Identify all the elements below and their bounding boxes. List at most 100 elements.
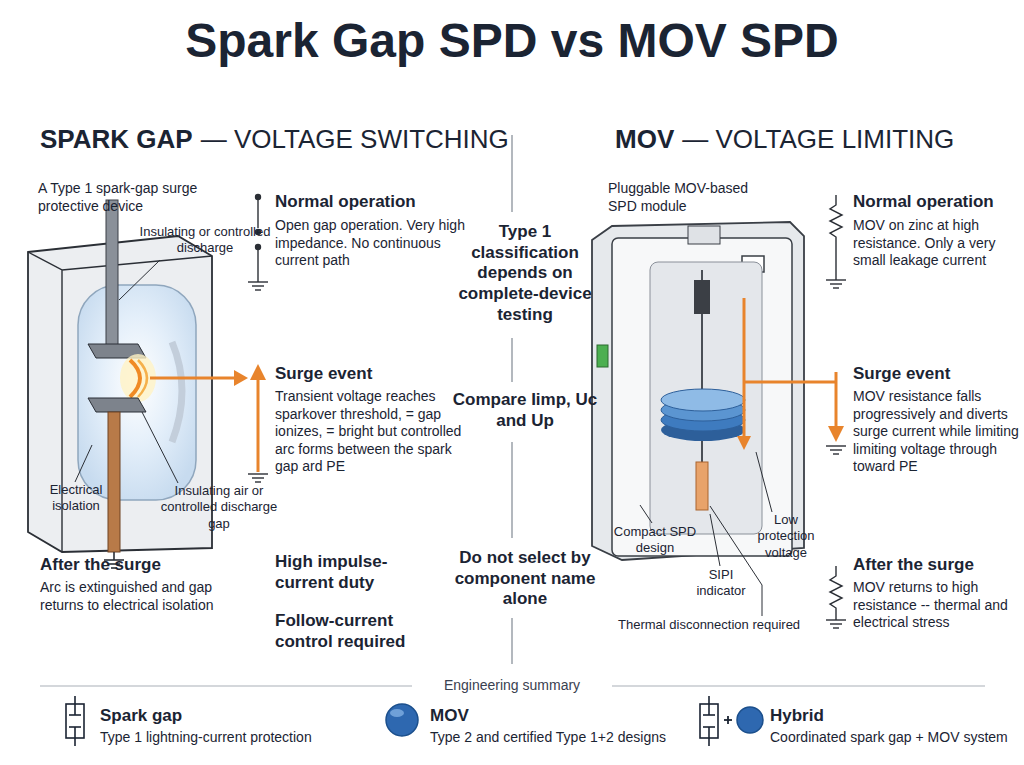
ground-line	[255, 481, 261, 482]
insulator-shield	[172, 342, 182, 442]
leader-line	[119, 260, 160, 300]
arrow-shaft	[257, 378, 260, 472]
center-note: Do not select by component name alone	[445, 548, 605, 610]
ground-line	[826, 619, 846, 620]
surge-arrow	[150, 377, 236, 380]
heading-row: SPARK GAP — VOLTAGE SWITCHING	[40, 124, 509, 155]
arrow-head	[234, 370, 248, 386]
arrow-head	[250, 364, 266, 380]
leader-line	[756, 452, 772, 512]
part-label: Insulating air or controlled discharge g…	[160, 483, 278, 532]
property-note: High impulse-current duty	[275, 552, 425, 593]
plus-sign	[727, 716, 729, 724]
resistor-symbol	[826, 566, 846, 628]
ground-line	[830, 623, 842, 624]
module-front	[612, 238, 792, 556]
current-path	[743, 298, 746, 436]
state-description: MOV resistance falls progressively and d…	[853, 388, 1019, 476]
part-label: Compact SPD design	[606, 524, 704, 557]
arrow-head	[737, 436, 751, 450]
ground-line	[826, 445, 846, 446]
leader-line	[710, 506, 762, 616]
leader-line	[710, 514, 720, 566]
top-notch	[688, 226, 720, 244]
section-subheading: — VOLTAGE LIMITING	[682, 124, 954, 155]
status-window	[597, 345, 608, 367]
state-description: Transient voltage reaches sparkover thre…	[275, 388, 467, 476]
leader-line	[640, 505, 652, 523]
icon-line	[708, 727, 710, 746]
legend-label: Spark gap	[100, 705, 182, 726]
heading-row: MOV— VOLTAGE LIMITING	[615, 124, 954, 155]
part-label: Low protection voltage	[744, 512, 828, 561]
state-heading: Normal operation	[853, 192, 1018, 213]
ground-line	[833, 287, 839, 288]
legend-label: Hybrid	[770, 705, 824, 726]
divider-segment	[511, 338, 513, 382]
icon-line	[708, 696, 710, 715]
mov-icon	[386, 704, 418, 736]
divider-segment	[511, 135, 513, 212]
legend-description: Type 2 and certified Type 1+2 designs	[430, 729, 730, 747]
part-label: Electrical isolation	[28, 482, 124, 515]
mov-disc-icon	[386, 704, 418, 736]
ground-line	[830, 449, 842, 450]
ground-line	[255, 289, 261, 290]
device-illustration: Pluggable MOV-based SPD module	[590, 222, 806, 562]
icon-line	[69, 714, 81, 716]
icon-highlight	[390, 709, 404, 717]
arrow-head	[828, 426, 844, 442]
state-description: MOV returns to high resistance -- therma…	[853, 579, 1019, 632]
spark-arc	[130, 360, 140, 397]
bottom-electrode-rod	[108, 412, 120, 552]
state-heading: After the surge	[853, 555, 1018, 576]
legend-description: Coordinated spark gap + MOV system	[770, 729, 1020, 747]
device-caption: A Type 1 spark-gap surge protective devi…	[38, 180, 208, 215]
mov-module	[592, 222, 836, 616]
ground-line	[248, 281, 268, 282]
icon-line	[74, 696, 76, 715]
ground-line	[833, 453, 839, 454]
part-label: SIPI indicator	[686, 567, 756, 600]
arrow-shaft	[835, 372, 838, 428]
part-label: Insulating or controlled discharge	[138, 224, 272, 257]
ground-line	[826, 279, 846, 280]
spark-gap-icon	[66, 696, 84, 746]
legend-description: Type 1 lightning-current protection	[100, 729, 390, 747]
device-caption: Pluggable MOV-based SPD module	[608, 180, 778, 215]
state-description: MOV on zinc at high resistance. Only a v…	[853, 217, 1013, 270]
mov-disc	[661, 389, 745, 411]
state-description: Open gap operation. Very high impedance.…	[275, 217, 465, 270]
thermal-disconnector	[696, 462, 708, 510]
divider-segment	[511, 618, 513, 664]
section-heading: SPARK GAP	[40, 124, 193, 155]
section-subheading: — VOLTAGE SWITCHING	[201, 124, 509, 155]
module-body	[592, 222, 804, 560]
resistor-zigzag	[830, 195, 842, 280]
ground-line	[248, 473, 268, 474]
ground-line	[830, 283, 842, 284]
icon-line	[74, 727, 76, 746]
top-component	[694, 280, 710, 314]
terminal-dot	[256, 195, 261, 200]
ground-line	[833, 627, 839, 628]
spark-gap-icon	[700, 696, 718, 746]
state-description: Arc is extinguished and gap returns to e…	[40, 579, 235, 614]
diagram-title: Spark Gap SPD vs MOV SPD	[0, 12, 1024, 70]
part-label: Thermal disconnection required	[618, 617, 828, 633]
inner-compartment	[650, 262, 762, 534]
symbol-line	[257, 250, 258, 282]
ground-line	[252, 477, 264, 478]
symbol-line	[257, 200, 258, 228]
bottom-electrode-plate	[88, 398, 146, 412]
hybrid-icon	[700, 696, 763, 746]
divider-segment	[511, 442, 513, 538]
terminal-dot	[256, 245, 261, 250]
spark-arc	[138, 360, 147, 397]
state-heading: Normal operation	[275, 192, 475, 213]
state-heading: Surge event	[275, 364, 475, 385]
discharge-chamber	[78, 285, 196, 500]
resistor-zigzag	[830, 566, 842, 620]
ground-line	[252, 285, 264, 286]
